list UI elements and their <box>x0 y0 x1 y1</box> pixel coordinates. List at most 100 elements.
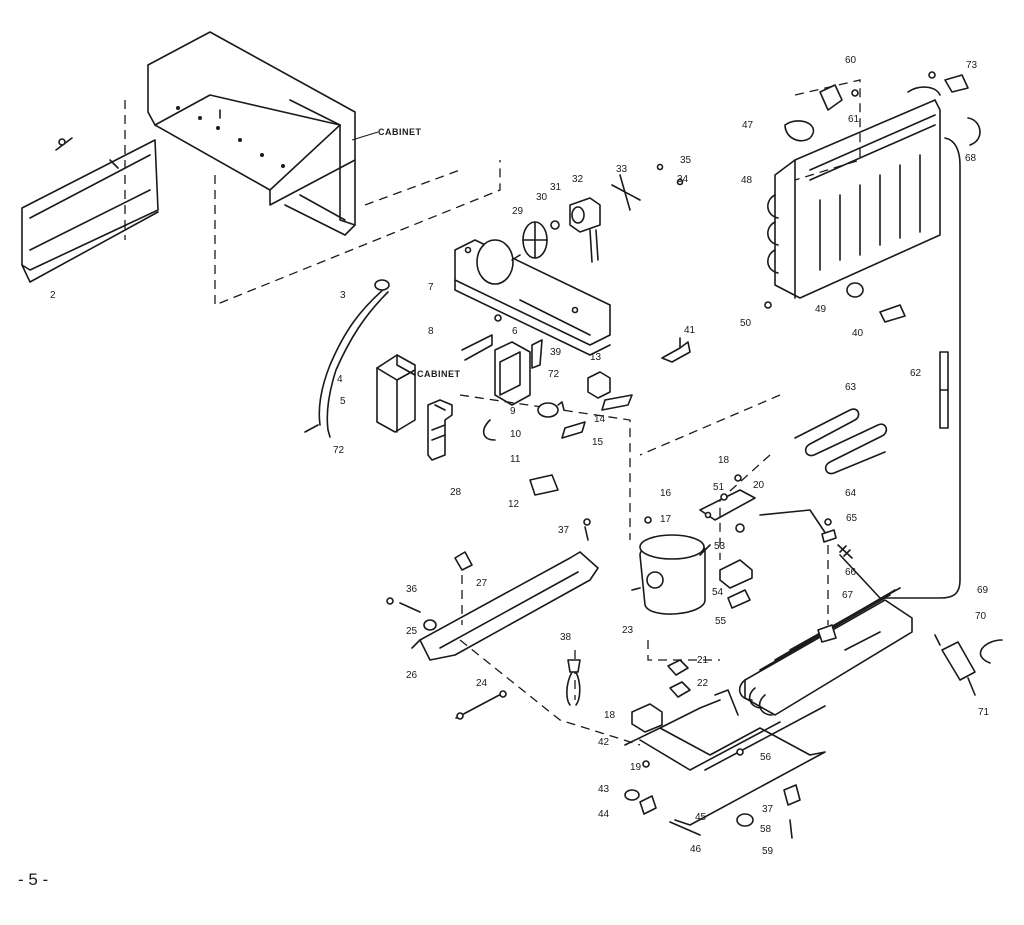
callout-32: 32 <box>572 174 584 185</box>
compressor-brackets <box>699 474 756 609</box>
callout-11: 11 <box>510 454 521 465</box>
control-bracket <box>427 399 453 461</box>
callout-36: 36 <box>406 584 418 595</box>
page-number: - 5 - <box>18 870 48 889</box>
callout-labels: 2 3 4 5 6 7 8 9 10 11 12 13 14 15 16 17 … <box>50 55 990 857</box>
callout-45: 45 <box>695 812 707 823</box>
callout-19: 19 <box>630 762 642 773</box>
base-frame <box>624 659 826 826</box>
callout-53: 53 <box>714 541 726 552</box>
callout-16: 16 <box>660 488 672 499</box>
callout-41: 41 <box>684 325 696 336</box>
callout-72-left: 72 <box>333 445 345 456</box>
cabinet-label-mid: CABINET <box>417 369 461 379</box>
callout-20: 20 <box>753 480 765 491</box>
callout-46: 46 <box>690 844 702 855</box>
callout-30: 30 <box>536 192 548 203</box>
callout-18-bottom: 18 <box>604 710 616 721</box>
wire-harness <box>304 279 390 438</box>
callout-71: 71 <box>978 707 990 718</box>
callout-26: 26 <box>406 670 418 681</box>
callout-10: 10 <box>510 429 522 440</box>
callout-3: 3 <box>340 290 346 301</box>
refrigerant-tubing <box>839 117 981 599</box>
callout-2: 2 <box>50 290 56 301</box>
callout-50: 50 <box>740 318 752 329</box>
callout-12: 12 <box>508 499 520 510</box>
callout-54: 54 <box>712 587 724 598</box>
callout-13: 13 <box>590 352 602 363</box>
callout-61: 61 <box>848 114 860 125</box>
callout-24: 24 <box>476 678 488 689</box>
callout-72-mid: 72 <box>548 369 560 380</box>
callout-68: 68 <box>965 153 977 164</box>
callout-17: 17 <box>660 514 672 525</box>
callout-6: 6 <box>512 326 518 337</box>
condenser <box>738 587 913 716</box>
valve-and-clamp <box>934 634 1003 696</box>
callout-34: 34 <box>677 174 689 185</box>
callout-65: 65 <box>846 513 858 524</box>
callout-14: 14 <box>594 414 606 425</box>
cabinet-label-top: CABINET <box>378 127 422 137</box>
callout-39: 39 <box>550 347 562 358</box>
callout-64: 64 <box>845 488 857 499</box>
cabinet-shelf <box>147 31 356 236</box>
callout-9: 9 <box>510 406 516 417</box>
callout-66: 66 <box>845 567 857 578</box>
callout-63: 63 <box>845 382 857 393</box>
callout-55: 55 <box>715 616 727 627</box>
callout-4: 4 <box>337 374 343 385</box>
base-hardware <box>455 659 801 839</box>
relay-parts-group <box>461 314 633 496</box>
callout-62: 62 <box>910 368 922 379</box>
leader-line <box>351 131 379 141</box>
bracket-41 <box>661 337 691 363</box>
callout-58: 58 <box>760 824 772 835</box>
callout-33: 33 <box>616 164 628 175</box>
callout-23: 23 <box>622 625 634 636</box>
callout-51: 51 <box>713 482 725 493</box>
compressor <box>631 516 711 615</box>
assembly-guide-lines <box>124 79 861 746</box>
callout-28: 28 <box>450 487 462 498</box>
callout-38: 38 <box>560 632 572 643</box>
callout-8: 8 <box>428 326 434 337</box>
callout-49: 49 <box>815 304 827 315</box>
callout-44: 44 <box>598 809 610 820</box>
callout-56: 56 <box>760 752 772 763</box>
base-rail <box>386 518 599 661</box>
callout-73: 73 <box>966 60 978 71</box>
callout-22: 22 <box>697 678 709 689</box>
callout-69: 69 <box>977 585 989 596</box>
callout-43: 43 <box>598 784 610 795</box>
callout-37-bottom: 37 <box>762 804 774 815</box>
callout-29: 29 <box>512 206 524 217</box>
callout-42: 42 <box>598 737 610 748</box>
callout-67: 67 <box>842 590 854 601</box>
fan-shroud <box>454 239 611 356</box>
callout-37-top: 37 <box>558 525 570 536</box>
callout-18-top: 18 <box>718 455 730 466</box>
evaporator-coil <box>764 71 969 323</box>
callout-60: 60 <box>845 55 857 66</box>
callout-31: 31 <box>550 182 562 193</box>
heater-loop <box>794 408 888 475</box>
callout-40: 40 <box>852 328 864 339</box>
callout-25: 25 <box>406 626 418 637</box>
callout-15: 15 <box>592 437 604 448</box>
callout-7: 7 <box>428 282 434 293</box>
callout-47: 47 <box>742 120 754 131</box>
callout-70: 70 <box>975 611 987 622</box>
side-panel <box>21 137 159 283</box>
callout-59: 59 <box>762 846 774 857</box>
callout-5: 5 <box>340 396 346 407</box>
callout-27: 27 <box>476 578 488 589</box>
cabinet-box <box>376 354 416 433</box>
callout-35: 35 <box>680 155 692 166</box>
tube-fittings <box>759 509 853 559</box>
fan-motor-group <box>511 163 684 263</box>
callout-21: 21 <box>697 655 709 666</box>
callout-48: 48 <box>741 175 753 186</box>
